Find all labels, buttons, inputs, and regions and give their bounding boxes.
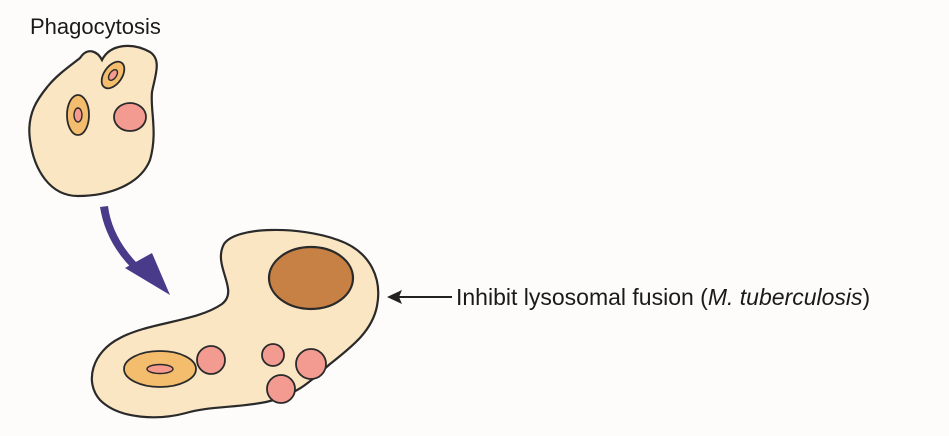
organism-genus-abbrev: M. [707, 284, 734, 310]
large-nucleus [267, 245, 355, 311]
small-macrophage [28, 44, 158, 198]
lysosome [196, 345, 226, 375]
large-macrophage [90, 228, 380, 419]
small-lysosome [113, 102, 147, 132]
lysosome [295, 348, 327, 380]
phagocytosis-label: Phagocytosis [30, 14, 161, 39]
transition-arrow-shaft [100, 206, 146, 276]
organism-species: tuberculosis [739, 284, 863, 310]
inhibit-lysosomal-fusion-label: Inhibit lysosomal fusion (M. tuberculosi… [456, 284, 870, 311]
small-vacuole-top-core [107, 68, 119, 82]
transition-arrow [100, 206, 170, 295]
annotation-pointer [387, 290, 452, 304]
annotation-pointer-head [387, 290, 402, 304]
lysosome [266, 374, 296, 404]
small-vacuole-left-core [73, 107, 83, 123]
transition-arrow-head [125, 253, 170, 295]
large-vacuole-core [146, 363, 174, 375]
annotation-text-after: ) [862, 284, 871, 310]
annotation-text-before: Inhibit lysosomal fusion ( [456, 284, 708, 310]
small-cell-membrane [28, 44, 158, 198]
lysosome [261, 343, 285, 367]
